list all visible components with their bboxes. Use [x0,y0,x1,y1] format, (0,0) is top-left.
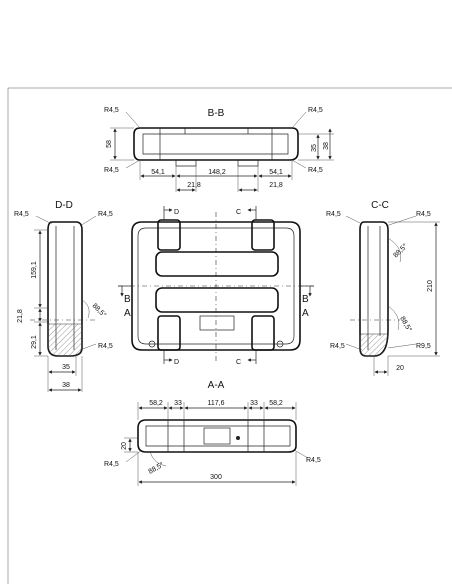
cc-radius-top-right: R4,5 [416,211,431,218]
section-dd-title: D-D [55,200,73,211]
main-case-view [118,212,314,362]
section-cut-markers: D D C C B B A A [118,206,314,366]
dd-width-35: 35 [62,364,70,371]
cut-d-bottom: D [174,359,179,366]
bb-radius-bottom-left: R4,5 [104,167,119,174]
bb-height-38: 38 [323,142,330,150]
dd-radius-top-left: R4,5 [14,211,29,218]
dd-radius-bottom-right: R4,5 [98,343,113,350]
cc-angle-top: 88,5° [392,242,409,259]
bb-width-right: 54,1 [269,169,283,176]
section-dd-view: D-D R4,5 R4,5 R4,5 159,1 21,8 29,1 88,5°… [14,200,113,392]
section-aa-view: A-A 58,2 33 117,6 33 58,2 20 R4,5 [104,380,321,486]
section-bb-title: B-B [208,108,225,119]
cut-b-right: B [302,294,309,305]
bb-radius-top-right: R4,5 [308,107,323,114]
cut-a-right: A [302,308,309,319]
section-bb-view: B-B R4,5 R4,5 R4,5 R4,5 58 35 38 [104,107,334,192]
aa-radius-right: R4,5 [306,457,321,464]
dd-height-29: 29,1 [31,335,38,349]
bb-radius-top-left: R4,5 [104,107,119,114]
section-aa-title: A-A [208,380,225,391]
cut-b-left: B [124,294,131,305]
bb-height-dimension: 58 [106,140,113,148]
cut-c-top: C [236,209,241,216]
bb-width-21-right: 21,8 [269,182,283,189]
aa-width-58-right: 58,2 [269,400,283,407]
cc-angle-bottom: 88,5° [398,315,413,333]
section-cc-title: C-C [371,200,389,211]
cc-radius-bottom-right: R9,5 [416,343,431,350]
cc-width-20: 20 [396,365,404,372]
cc-height-210: 210 [427,280,434,292]
bb-width-left: 54,1 [151,169,165,176]
cc-radius-top-left: R4,5 [326,211,341,218]
cut-d-top: D [174,209,179,216]
cut-a-left: A [124,308,131,319]
aa-width-117: 117,6 [208,400,225,407]
aa-radius-left: R4,5 [104,461,119,468]
bb-width-center: 148,2 [208,169,226,176]
aa-width-33-left: 33 [174,400,182,407]
aa-angle: 88,5° [147,460,165,475]
section-cc-view: C-C R4,5 R4,5 R4,5 R9,5 88,5° 88,5° 210 … [326,200,440,376]
aa-width-58-left: 58,2 [149,400,163,407]
dd-height-21: 21,8 [17,309,24,323]
drawing-frame [7,87,452,584]
dd-width-38: 38 [62,382,70,389]
dd-angle: 88,5° [91,302,108,319]
bb-height-35: 35 [311,144,318,152]
dd-radius-top-right: R4,5 [98,211,113,218]
aa-width-300: 300 [210,474,222,481]
cc-radius-bottom-left: R4,5 [330,343,345,350]
aa-height-20: 20 [121,442,128,450]
bb-width-21-left: 21,8 [187,182,201,189]
bb-radius-bottom-right: R4,5 [308,167,323,174]
cut-c-bottom: C [236,359,241,366]
aa-width-33-right: 33 [250,400,258,407]
dd-height-159: 159,1 [31,261,38,279]
